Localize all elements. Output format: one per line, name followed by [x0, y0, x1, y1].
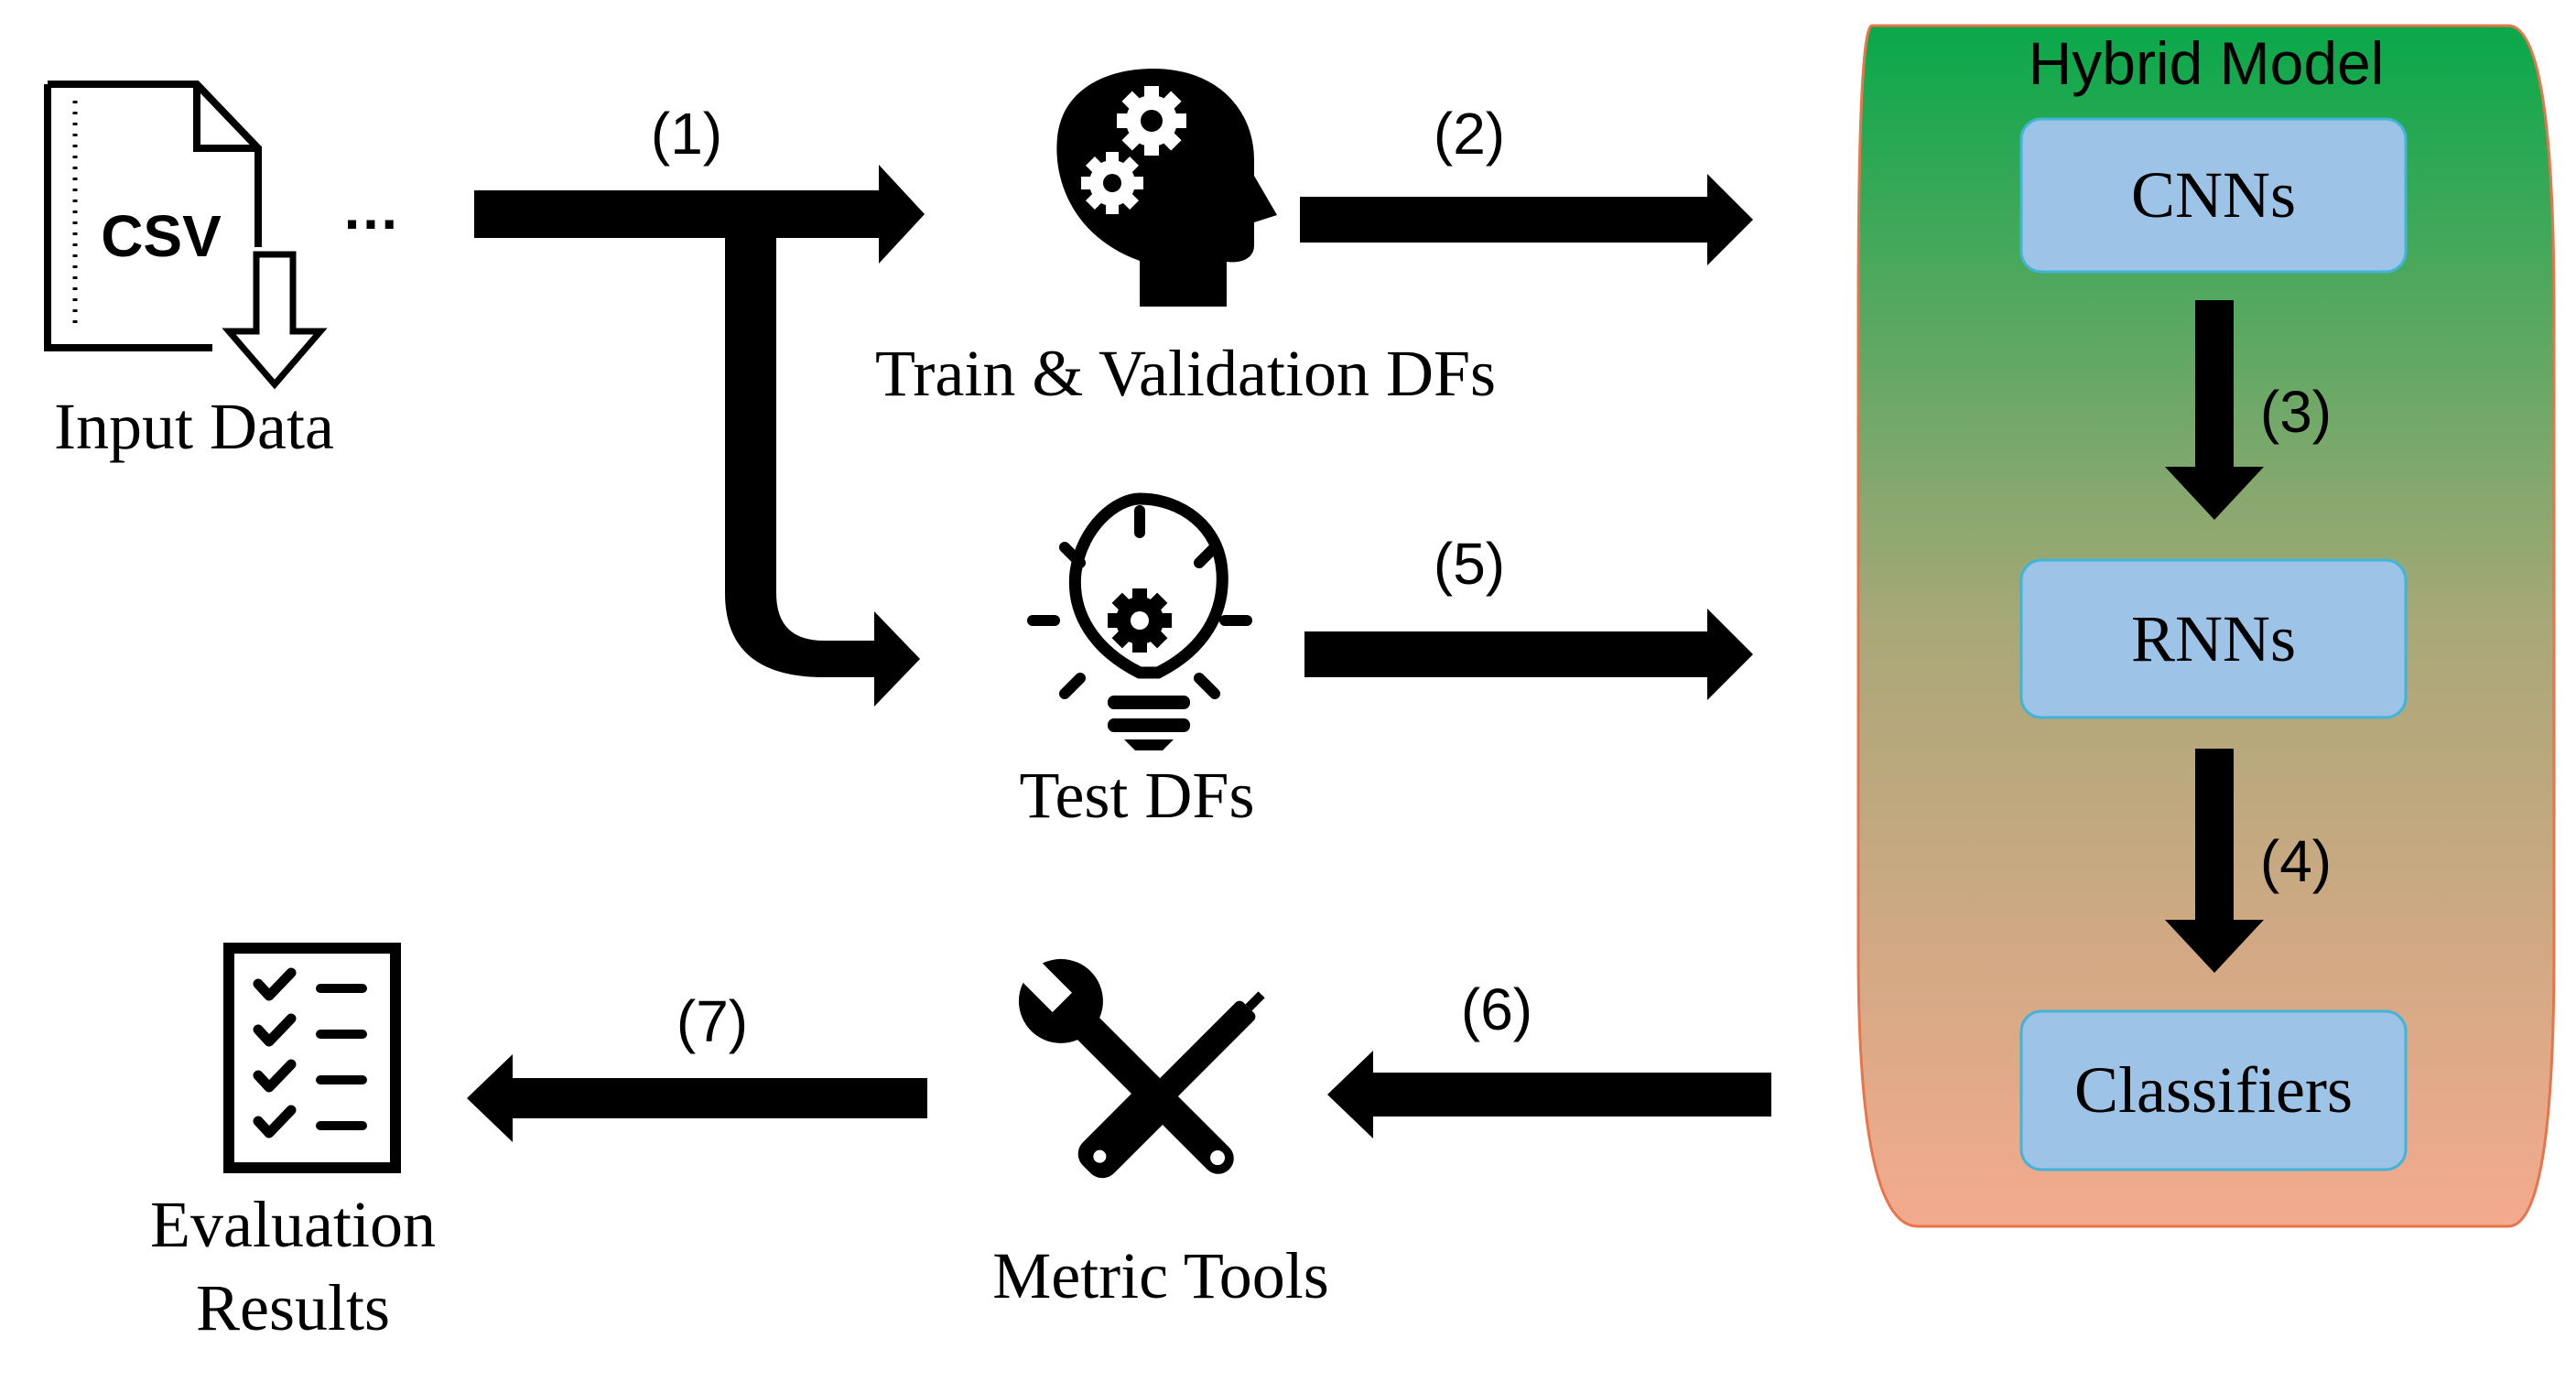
- rnn-block: [2019, 558, 2408, 719]
- cnn-block: [2019, 117, 2408, 274]
- step-6-label: (6): [1461, 976, 1532, 1042]
- head-gears-icon: [1056, 69, 1277, 307]
- download-arrow-icon: [222, 251, 328, 390]
- classifiers-block-label: Classifiers: [2074, 1053, 2353, 1127]
- arrow-step-3: [2165, 300, 2264, 520]
- step-5-label: (5): [1434, 531, 1505, 597]
- csv-file-download-icon: CSV: [44, 81, 328, 390]
- arrow-step-1: [474, 165, 925, 707]
- hybrid-model-title: Hybrid Model: [2029, 29, 2385, 97]
- classifiers-block: [2019, 1009, 2408, 1171]
- evaluation-label-line2: Results: [196, 1271, 390, 1344]
- arrow-step-2: [1300, 174, 1753, 265]
- hybrid-model-panel: Hybrid Model CNNs RNNs Classifiers (3) (…: [1856, 24, 2556, 1228]
- step-2-label: (2): [1434, 101, 1505, 167]
- arrow-step-5: [1304, 609, 1753, 700]
- arrow-step-4: [2165, 749, 2264, 973]
- test-dfs-label: Test DFs: [1020, 759, 1255, 832]
- input-data-label: Input Data: [54, 390, 334, 463]
- arrow-step-6: [1327, 1051, 1771, 1138]
- train-validation-label: Train & Validation DFs: [875, 337, 1496, 410]
- metric-tools-label: Metric Tools: [992, 1239, 1329, 1312]
- step-3-label: (3): [2260, 379, 2332, 445]
- rnn-block-label: RNNs: [2131, 602, 2296, 675]
- csv-badge: CSV: [101, 203, 222, 269]
- lightbulb-gear-icon: [1027, 492, 1252, 750]
- arrow-step-7: [467, 1054, 927, 1142]
- checklist-icon: [223, 943, 401, 1173]
- step-4-label: (4): [2260, 828, 2332, 894]
- step-7-label: (7): [676, 988, 748, 1054]
- wrench-screwdriver-icon: [1018, 958, 1265, 1179]
- cnn-block-label: CNNs: [2131, 158, 2296, 232]
- input-ellipsis: …: [341, 176, 400, 242]
- evaluation-label-line1: Evaluation: [150, 1188, 436, 1261]
- step-1-label: (1): [651, 101, 722, 167]
